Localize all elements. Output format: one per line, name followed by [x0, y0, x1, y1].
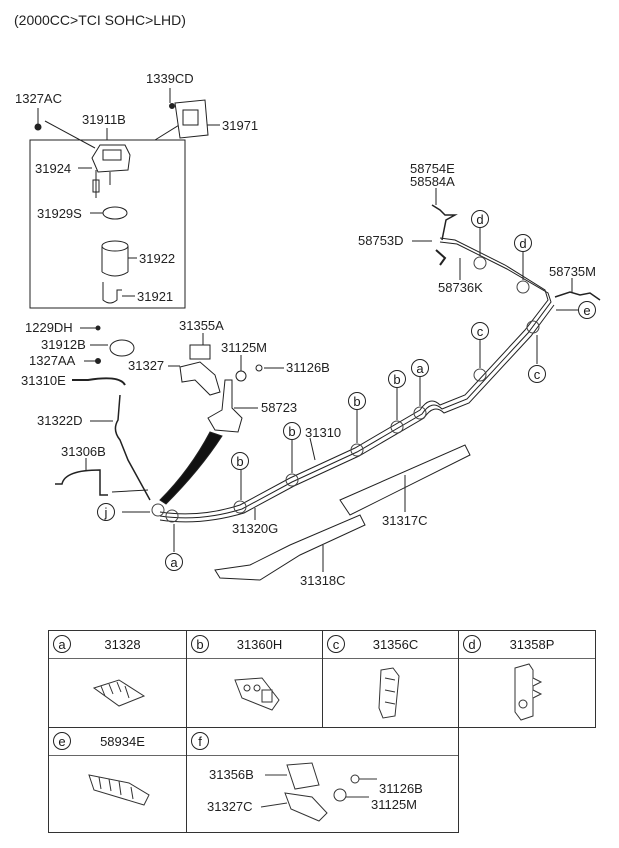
part-label: 31310E	[21, 373, 66, 388]
part-label: 58723	[261, 400, 298, 415]
bracket-31327	[179, 361, 221, 396]
bracket-kit-icon	[260, 762, 377, 822]
legend-cell-e: e 58934E	[48, 727, 187, 833]
part-label: 31911B	[82, 112, 126, 127]
part-label: 31320G	[232, 521, 279, 536]
callout-c: c	[528, 365, 546, 383]
part-label: 31971	[222, 118, 259, 133]
legend-key: a	[53, 635, 71, 653]
legend-key: f	[191, 732, 209, 750]
legend-cell-d: d 31358P	[458, 630, 596, 728]
legend-part-number: 58934E	[100, 734, 145, 749]
legend-subpart-label: 31125M	[371, 797, 418, 812]
part-label: 31317C	[382, 513, 428, 528]
hose-clamp	[109, 339, 135, 357]
legend-cell-f: f 31356B 31327C 31126B 31125M	[186, 727, 459, 833]
part-label: 58754E	[410, 161, 455, 176]
part-label: 1327AC	[15, 91, 62, 106]
legend-subpart-label: 31327C	[207, 799, 253, 814]
part-label: 31912B	[41, 337, 86, 352]
callout-a: a	[411, 359, 429, 377]
fuel-tube-31322d	[114, 394, 151, 501]
part-label: 31306B	[61, 444, 106, 459]
part-label: 31355A	[179, 318, 224, 333]
part-label: 31327	[128, 358, 165, 373]
callout-b: b	[283, 422, 301, 440]
callout-d: d	[514, 234, 532, 252]
legend-key: e	[53, 732, 71, 750]
legend-key: b	[191, 635, 209, 653]
callout-j: j	[97, 503, 115, 521]
water-sensor	[102, 282, 122, 304]
main-fuel-line	[159, 237, 555, 523]
legend-subpart-label: 31126B	[379, 781, 423, 796]
part-label: 31126B	[286, 360, 330, 375]
callout-b: b	[231, 452, 249, 470]
part-label: 31125M	[221, 340, 268, 355]
part-label: 1229DH	[25, 320, 73, 335]
part-label: 31310	[305, 425, 342, 440]
part-label: 31924	[35, 161, 72, 176]
part-label: 58736K	[438, 280, 483, 295]
legend-part-number: 31328	[104, 637, 141, 652]
protector-31318c	[214, 514, 366, 581]
fuel-hose	[72, 377, 126, 386]
legend-cell-c: c 31356C	[322, 630, 459, 728]
fuel-filter-cartridge	[101, 240, 129, 277]
part-label: 31922	[139, 251, 176, 266]
clip-58934e-icon	[88, 774, 150, 806]
part-label: 1339CD	[146, 71, 194, 86]
part-label: 1327AA	[29, 353, 76, 368]
filter-bracket	[174, 99, 209, 139]
legend-subpart-label: 31356B	[209, 767, 254, 782]
legend-part-number: 31356C	[372, 637, 419, 652]
callout-c: c	[471, 322, 489, 340]
bracket-31355a	[189, 344, 211, 360]
callout-b: b	[348, 392, 366, 410]
legend-part-number: 31358P	[509, 637, 555, 652]
legend-key: d	[463, 635, 481, 653]
clip-31358p-icon	[514, 663, 543, 721]
legend-cell-b: b 31360H	[186, 630, 323, 728]
fuel-tube-31306b	[55, 469, 108, 496]
bracket-58723	[207, 379, 243, 433]
rubber-hose	[159, 431, 223, 505]
legend-part-number: 31360H	[236, 637, 283, 652]
fuel-filter-head	[91, 144, 131, 198]
clip-31328-icon	[92, 679, 146, 707]
part-label: 31921	[137, 289, 174, 304]
clip-31360h-icon	[234, 677, 280, 711]
o-ring-seal	[102, 206, 128, 220]
vapor-hose	[431, 204, 458, 241]
vapor-tube-58735m	[554, 291, 601, 301]
part-label: 31929S	[37, 206, 82, 221]
connector-58753d	[435, 249, 447, 266]
part-label: 58584A	[410, 174, 455, 189]
legend-cell-a: a 31328	[48, 630, 187, 728]
part-label: 58735M	[549, 264, 596, 279]
callout-d: d	[471, 210, 489, 228]
diagram-title: (2000CC>TCI SOHC>LHD)	[14, 12, 186, 28]
callout-e: e	[578, 301, 596, 319]
callout-b: b	[388, 370, 406, 388]
legend-key: c	[327, 635, 345, 653]
part-label: 31318C	[300, 573, 346, 588]
grommet-31125m	[235, 370, 247, 382]
clip-31356c-icon	[378, 667, 400, 719]
part-label: 31322D	[37, 413, 83, 428]
part-label: 58753D	[358, 233, 404, 248]
callout-a: a	[165, 553, 183, 571]
